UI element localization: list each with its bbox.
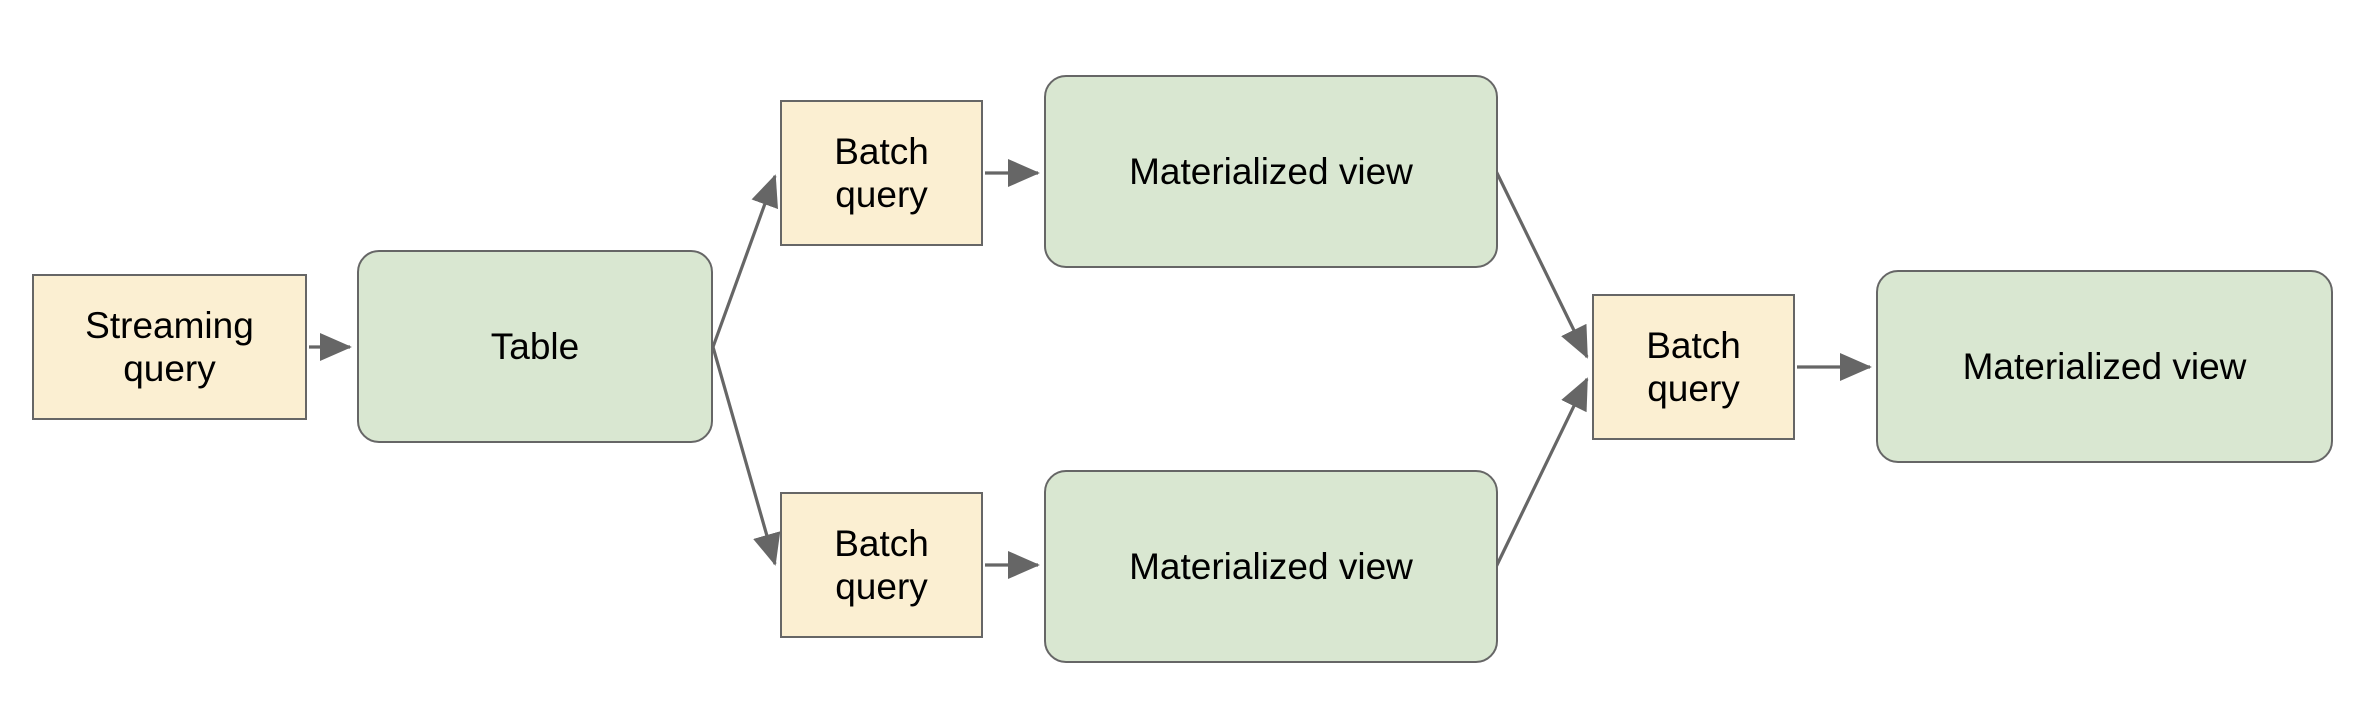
- node-materialized-view-final-label: Materialized view: [1962, 345, 2247, 387]
- node-materialized-view-bottom-label: Materialized view: [1129, 545, 1413, 587]
- edge-mv-bottom-to-batch-join: [1494, 377, 1589, 568]
- edge-table-to-batch-bottom: [711, 346, 781, 566]
- node-batch-query-bottom-label: Batch query: [834, 522, 929, 607]
- node-materialized-view-top[interactable]: Materialized view: [1044, 75, 1498, 268]
- edge-mv-top-to-batch-join: [1494, 170, 1589, 359]
- node-batch-query-top[interactable]: Batch query: [780, 100, 983, 246]
- node-batch-query-bottom[interactable]: Batch query: [780, 492, 983, 638]
- node-batch-query-top-label: Batch query: [834, 130, 929, 215]
- node-streaming-query-label: Streaming query: [85, 304, 254, 389]
- node-materialized-view-bottom[interactable]: Materialized view: [1044, 470, 1498, 663]
- node-table[interactable]: Table: [357, 250, 713, 443]
- node-batch-query-join[interactable]: Batch query: [1592, 294, 1795, 440]
- node-streaming-query[interactable]: Streaming query: [32, 274, 307, 420]
- edge-table-to-batch-top: [711, 174, 778, 348]
- node-table-label: Table: [490, 325, 580, 367]
- node-batch-query-join-label: Batch query: [1646, 324, 1741, 409]
- node-materialized-view-top-label: Materialized view: [1129, 150, 1413, 192]
- node-materialized-view-final[interactable]: Materialized view: [1876, 270, 2333, 463]
